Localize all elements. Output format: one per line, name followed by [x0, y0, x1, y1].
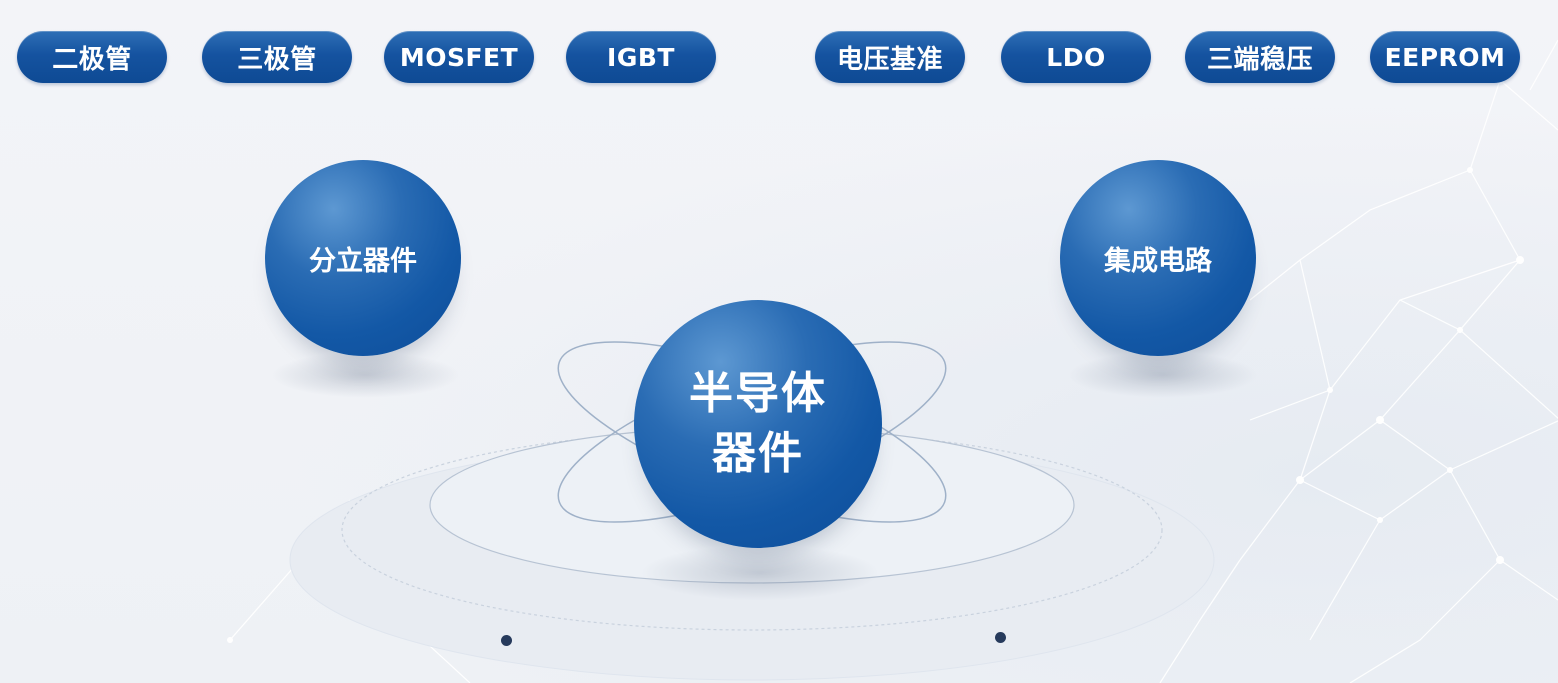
node-discrete-devices: 分立器件: [265, 160, 461, 356]
node-transistor: 三极管: [202, 31, 352, 83]
right-connectors: [880, 84, 1436, 433]
node-eeprom: EEPROM: [1370, 31, 1520, 83]
node-diode: 二极管: [17, 31, 167, 83]
left-connectors: [91, 84, 643, 436]
platform-dot: [995, 632, 1006, 643]
node-mosfet: MOSFET: [384, 31, 534, 83]
node-ldo: LDO: [1001, 31, 1151, 83]
network-nodes: [227, 76, 1524, 643]
node-voltage-reference: 电压基准: [815, 31, 965, 83]
right-node-shadow: [1068, 352, 1258, 398]
node-integrated-circuits-label: 集成电路: [1104, 245, 1212, 277]
node-igbt: IGBT: [566, 31, 716, 83]
node-semiconductor-devices-label: 半导体器件: [689, 368, 827, 479]
left-node-shadow: [270, 352, 460, 398]
platform-dot: [501, 635, 512, 646]
node-semiconductor-devices: 半导体器件: [634, 300, 882, 548]
center-node-shadow: [640, 545, 880, 601]
node-integrated-circuits: 集成电路: [1060, 160, 1256, 356]
node-three-terminal-regulator: 三端稳压: [1185, 31, 1335, 83]
node-discrete-devices-label: 分立器件: [309, 245, 417, 277]
